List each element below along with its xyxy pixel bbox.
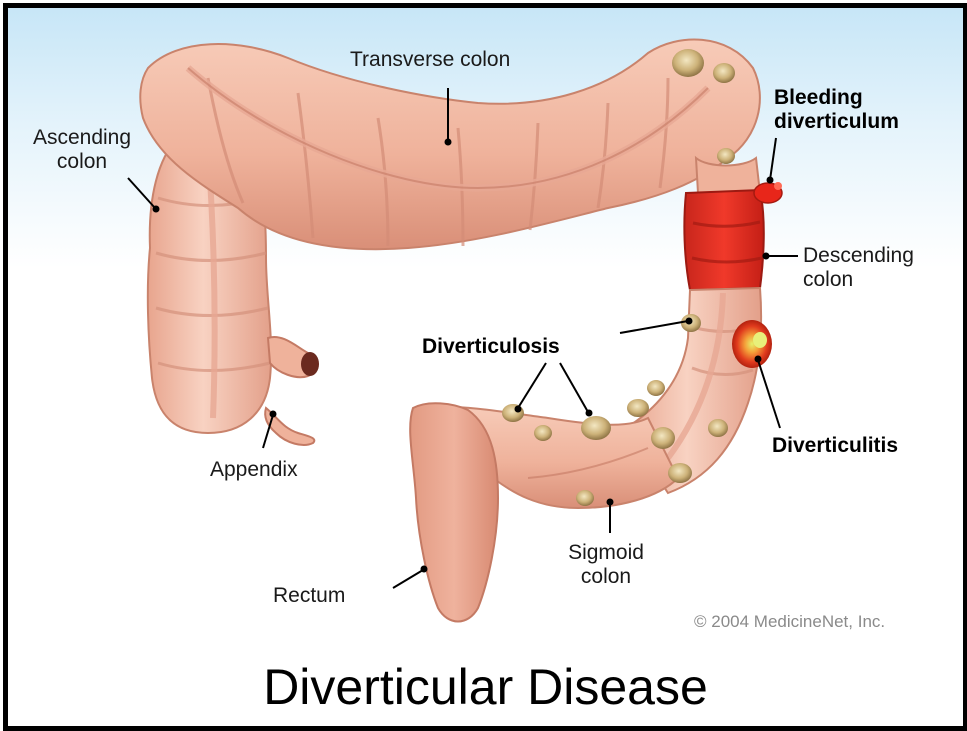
label-transverse-colon: Transverse colon — [350, 48, 510, 72]
label-bleeding-diverticulum: Bleeding diverticulum — [774, 86, 899, 134]
leader-diverticulosis-2 — [518, 363, 546, 408]
label-diverticulosis: Diverticulosis — [422, 335, 560, 359]
label-descending-line2: colon — [803, 268, 914, 292]
label-bleeding-line1: Bleeding — [774, 86, 899, 110]
label-sigmoid-line1: Sigmoid — [556, 541, 656, 565]
label-ascending-colon-line1: Ascending — [22, 126, 142, 150]
label-sigmoid-colon: Sigmoid colon — [556, 541, 656, 589]
label-ascending-colon-line2: colon — [22, 150, 142, 174]
bleeding-segment — [684, 190, 763, 290]
leader-bleeding — [770, 138, 776, 180]
label-ascending-colon: Ascending colon — [22, 126, 142, 174]
rectum-shape — [410, 403, 498, 621]
label-sigmoid-line2: colon — [556, 565, 656, 589]
label-descending-colon: Descending colon — [803, 244, 914, 292]
leader-diverticulitis — [758, 360, 780, 428]
label-descending-line1: Descending — [803, 244, 914, 268]
label-appendix: Appendix — [210, 458, 298, 482]
leader-ascending — [128, 178, 155, 208]
copyright-notice: © 2004 MedicineNet, Inc. — [694, 612, 885, 632]
leader-rectum — [393, 570, 423, 588]
leader-diverticulosis-1 — [620, 321, 688, 333]
label-bleeding-line2: diverticulum — [774, 110, 899, 134]
figure-frame: Transverse colon Ascending colon Bleedin… — [3, 3, 967, 731]
figure-title: Diverticular Disease — [8, 659, 963, 715]
label-diverticulitis: Diverticulitis — [772, 434, 898, 458]
leader-diverticulosis-3 — [560, 363, 588, 412]
label-rectum: Rectum — [273, 584, 345, 608]
